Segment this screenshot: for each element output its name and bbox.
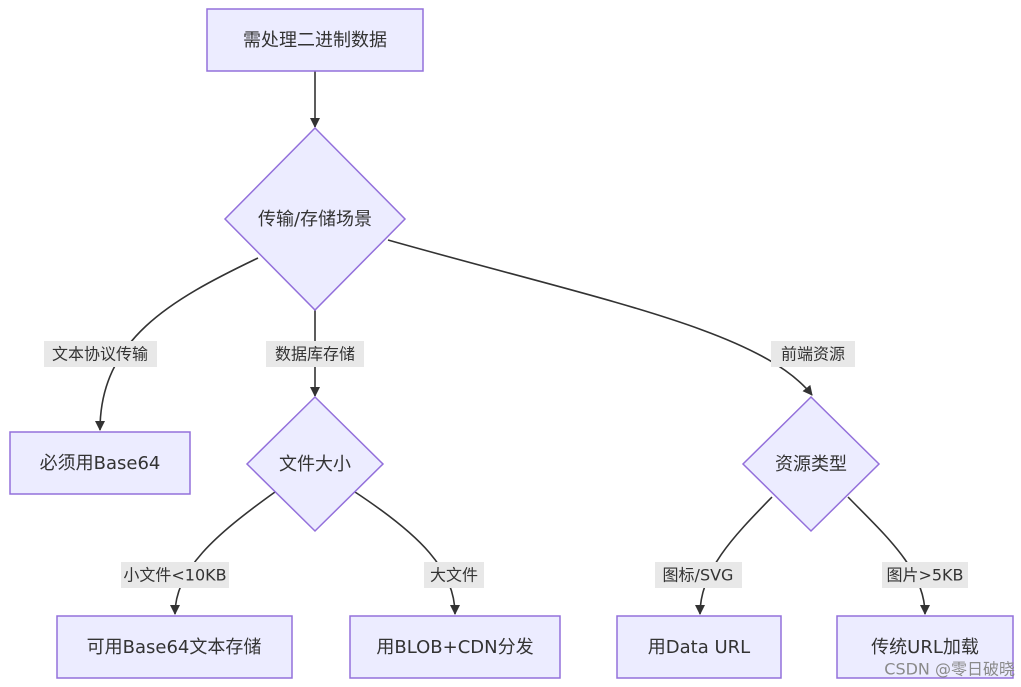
node-url-load-label: 传统URL加载 — [871, 637, 979, 658]
node-must-base64-label: 必须用Base64 — [40, 453, 161, 474]
node-url-load: 传统URL加载 — [836, 615, 1014, 679]
edge-label-bg — [771, 341, 855, 367]
edge-label-small-file: 小文件<10KB — [121, 562, 229, 588]
node-must-base64: 必须用Base64 — [9, 431, 191, 495]
node-blob-cdn-label: 用BLOB+CDN分发 — [376, 637, 533, 658]
node-scene-label: 传输/存储场景 — [258, 209, 372, 230]
process-box — [9, 431, 191, 495]
csdn-watermark: CSDN @零日破晓 — [884, 660, 1015, 679]
edge-label-icon-svg-text: 图标/SVG — [663, 566, 734, 585]
decision-diamond — [245, 395, 385, 533]
node-small-base64-label: 可用Base64文本存储 — [87, 637, 262, 658]
node-res-type-label: 资源类型 — [775, 454, 847, 475]
process-box — [56, 615, 293, 679]
edge-label-image-gt5kb: 图片>5KB — [882, 562, 968, 588]
edge-scene-to-must-base64 — [95, 257, 259, 431]
edge-label-frontend: 前端资源 — [771, 341, 855, 367]
decision-diamond — [223, 126, 407, 312]
edge-label-text-protocol: 文本协议传输 — [44, 341, 157, 367]
edge-res-type-to-url-load — [847, 496, 930, 615]
edge-file-size-to-small — [170, 491, 276, 615]
node-data-url: 用Data URL — [616, 615, 782, 679]
edge-label-bg — [882, 562, 968, 588]
edge-label-bg — [655, 562, 742, 588]
process-box — [206, 8, 424, 72]
edge-label-text-protocol-text: 文本协议传输 — [52, 345, 148, 364]
edge-file-size-to-blob — [354, 491, 460, 615]
edge-label-bg — [121, 562, 229, 588]
node-start-label: 需处理二进制数据 — [243, 30, 387, 51]
edge-label-db-storage-text: 数据库存储 — [275, 345, 355, 364]
edge-label-image-gt5kb-text: 图片>5KB — [886, 566, 963, 585]
edge-scene-to-res-type — [387, 239, 813, 396]
edge-label-bg — [424, 562, 484, 588]
edge-label-db-storage: 数据库存储 — [266, 341, 364, 367]
node-start: 需处理二进制数据 — [206, 8, 424, 72]
edge-label-small-file-text: 小文件<10KB — [123, 566, 226, 585]
process-box — [836, 615, 1014, 679]
decision-diamond — [741, 395, 881, 533]
process-box — [349, 615, 561, 679]
edge-label-bg — [266, 341, 364, 367]
node-file-size-label: 文件大小 — [279, 454, 351, 475]
edge-label-large-file: 大文件 — [424, 562, 484, 588]
process-box — [616, 615, 782, 679]
node-small-base64: 可用Base64文本存储 — [56, 615, 293, 679]
edge-res-type-to-data-url — [695, 496, 773, 615]
edge-label-icon-svg: 图标/SVG — [655, 562, 742, 588]
node-file-size: 文件大小 — [245, 395, 385, 533]
edge-label-large-file-text: 大文件 — [430, 566, 478, 585]
edges — [95, 71, 930, 615]
node-scene: 传输/存储场景 — [223, 126, 407, 312]
edge-label-bg — [44, 341, 157, 367]
node-res-type: 资源类型 — [741, 395, 881, 533]
node-blob-cdn: 用BLOB+CDN分发 — [349, 615, 561, 679]
edge-label-frontend-text: 前端资源 — [781, 345, 845, 364]
node-data-url-label: 用Data URL — [648, 637, 750, 658]
